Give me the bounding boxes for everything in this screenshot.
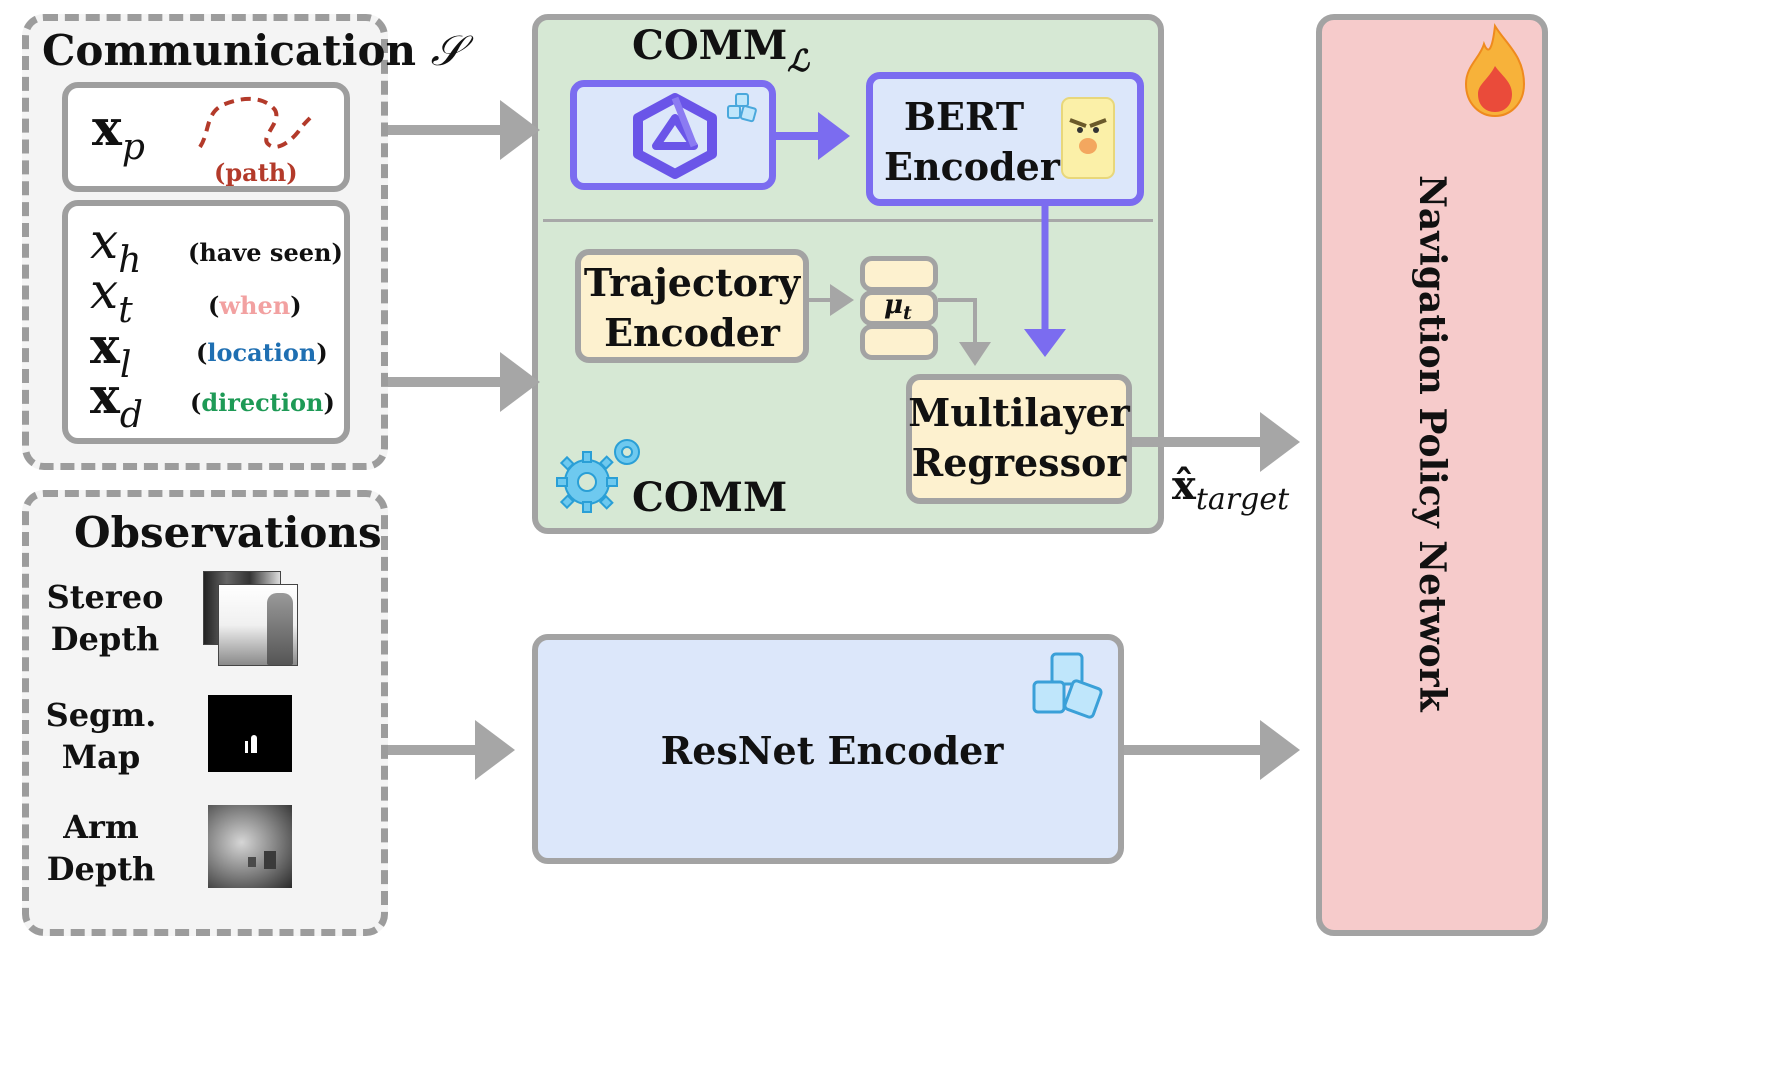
item-have-seen-x: x	[90, 212, 119, 270]
observations-title: Observations	[74, 508, 382, 557]
item-have-seen-sub: h	[118, 240, 142, 281]
paren-close: )	[323, 388, 335, 417]
path-symbol-sub: p	[121, 127, 145, 168]
traj-line2: Encoder	[604, 310, 780, 355]
resnet-encoder-text: ResNet Encoder	[660, 728, 1004, 773]
regressor-line2: Regressor	[911, 440, 1127, 485]
item-direction-x: x	[90, 366, 120, 425]
communication-title: Communication 𝒮	[42, 26, 463, 76]
target-output-label: x̂target	[1172, 462, 1289, 517]
comm-bottom-label: COMM	[632, 474, 787, 521]
multilayer-regressor-label: Multilayer Regressor	[906, 388, 1132, 488]
paren-close: )	[316, 338, 328, 367]
stereo-depth-image-front	[218, 584, 298, 666]
obs-stereo-label: Stereo Depth	[40, 576, 170, 660]
trajectory-encoder-label: Trajectory Encoder	[575, 258, 809, 358]
segmentation-map-image	[208, 695, 292, 772]
mu-vector-mid	[860, 290, 938, 326]
mu-vector-bottom	[860, 324, 938, 360]
comm-l-title: COMMℒ	[632, 22, 809, 79]
paren-close: )	[290, 291, 302, 320]
obs-arm-label: Arm Depth	[36, 806, 166, 890]
communication-set-symbol: 𝒮	[430, 26, 464, 75]
path-label-text: (path)	[214, 158, 298, 187]
item-location-symbol: xl	[90, 316, 131, 386]
target-sub: target	[1195, 482, 1290, 517]
item-direction-label: (direction)	[190, 388, 335, 417]
path-squiggle-icon	[198, 96, 312, 149]
resnet-encoder-label: ResNet Encoder	[532, 728, 1132, 773]
frozen-ice-small-icon	[727, 93, 757, 123]
paren-open: (	[188, 238, 200, 267]
item-have-seen-text: have seen	[199, 238, 332, 267]
item-direction-text: direction	[201, 388, 324, 417]
item-location-sub: l	[119, 345, 132, 386]
path-box	[62, 82, 350, 192]
obs-arm-line2: Depth	[46, 850, 156, 888]
paren-close: )	[331, 238, 343, 267]
item-have-seen-symbol: xh	[90, 212, 141, 281]
item-when-label: (when)	[208, 291, 302, 320]
mu-label: μt	[884, 290, 912, 324]
item-direction-symbol: xd	[90, 366, 143, 436]
item-location-label: (location)	[196, 338, 328, 367]
item-when-x: x	[90, 262, 119, 320]
mu-sub: t	[903, 302, 912, 324]
traj-line1: Trajectory	[583, 260, 801, 305]
arm-depth-image	[208, 805, 292, 888]
item-direction-sub: d	[119, 395, 143, 436]
bert-encoder-label: BERT Encoder	[884, 92, 1060, 192]
regressor-line1: Multilayer	[908, 390, 1130, 435]
item-location-text: location	[207, 338, 317, 367]
obs-arm-line1: Arm	[63, 808, 139, 846]
path-symbol-x: x	[92, 98, 122, 157]
path-label: (path)	[214, 158, 298, 187]
comm-l-title-sub: ℒ	[787, 44, 809, 79]
arrow-mu-to-regressor	[938, 298, 991, 366]
bert-character-icon	[1061, 97, 1115, 179]
navigation-policy-box	[1316, 14, 1548, 936]
target-symbol: x̂	[1172, 462, 1196, 509]
bert-line2: Encoder	[884, 144, 1060, 189]
item-when-symbol: xt	[90, 262, 133, 331]
obs-stereo-line2: Depth	[50, 620, 160, 658]
obs-stereo-line1: Stereo	[46, 578, 164, 616]
paren-open: (	[208, 291, 220, 320]
fire-icon	[1464, 23, 1526, 118]
multilayer-regressor-box	[906, 374, 1132, 504]
paren-open: (	[190, 388, 202, 417]
paren-open: (	[196, 338, 208, 367]
obs-segm-line1: Segm.	[45, 696, 157, 734]
item-have-seen-label: (have seen)	[188, 238, 343, 267]
trajectory-encoder-box	[575, 249, 809, 363]
frozen-ice-icon	[1032, 652, 1103, 719]
item-when-sub: t	[118, 290, 133, 331]
comm-divider	[543, 219, 1153, 222]
item-when-text: when	[219, 291, 291, 320]
path-symbol: xp	[92, 98, 145, 168]
llm-logo-icon	[633, 93, 717, 179]
item-location-x: x	[90, 316, 120, 375]
comm-items-box	[62, 200, 350, 444]
obs-segm-label: Segm. Map	[36, 694, 166, 778]
mu-symbol: μ	[884, 290, 904, 320]
observations-title-text: Observations	[74, 508, 382, 557]
gear-icon	[556, 439, 640, 513]
communication-title-text: Communication	[42, 26, 417, 75]
bert-line1: BERT	[903, 94, 1025, 139]
resnet-encoder-box	[532, 634, 1124, 864]
obs-segm-line2: Map	[61, 738, 141, 776]
comm-bottom-label-text: COMM	[632, 474, 788, 521]
observations-panel	[22, 490, 388, 936]
mu-vector-top	[860, 256, 938, 292]
comm-l-title-main: COMM	[632, 22, 788, 69]
